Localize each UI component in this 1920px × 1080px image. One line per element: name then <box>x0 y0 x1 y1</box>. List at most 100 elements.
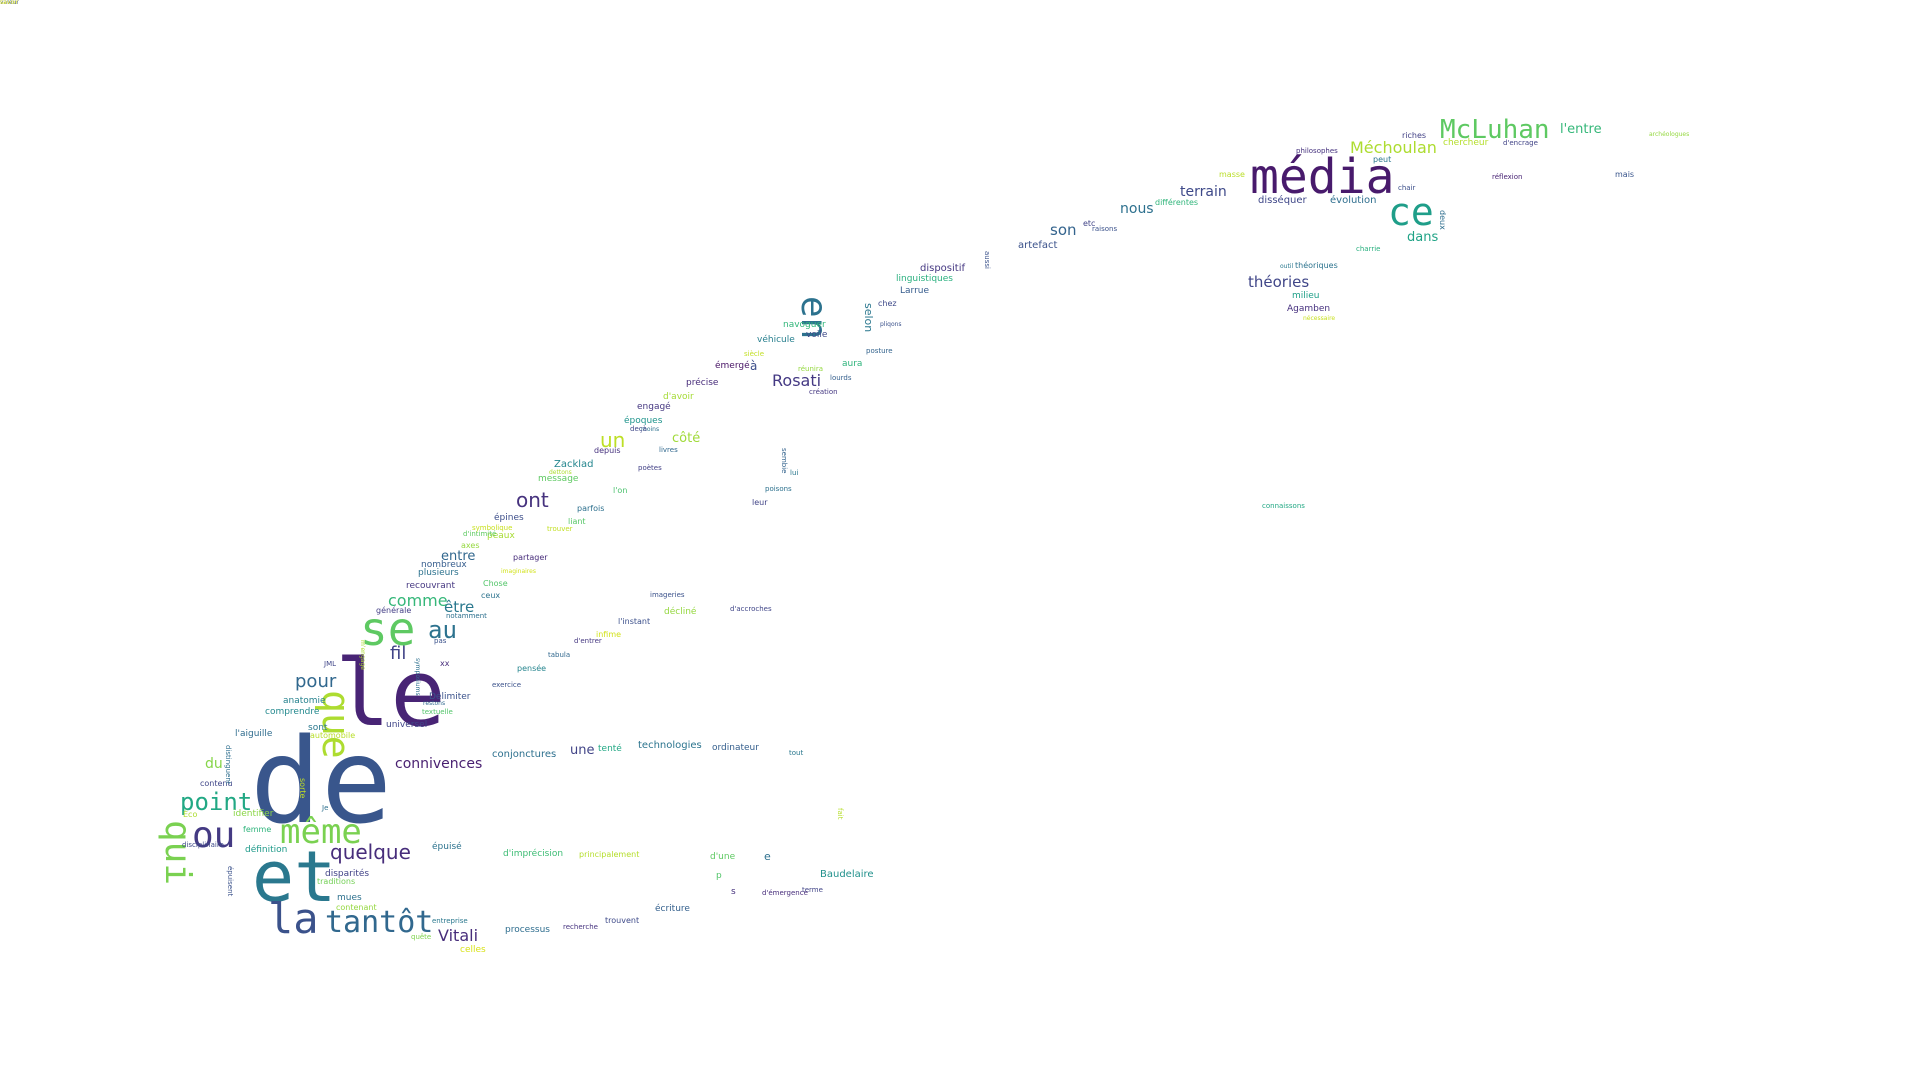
cloud-word: disparités <box>325 869 370 879</box>
cloud-word: voile <box>806 330 828 340</box>
cloud-word: etc <box>1083 219 1096 228</box>
cloud-word: identifier <box>233 809 274 819</box>
cloud-word: trouvent <box>605 916 640 925</box>
cloud-word: deux <box>1438 210 1447 230</box>
cloud-word: Baudelaire <box>820 869 874 880</box>
cloud-word: pliqons <box>880 321 902 328</box>
cloud-word: époques <box>624 416 663 426</box>
cloud-word: notamment <box>446 612 487 620</box>
cloud-word: ceux <box>481 591 501 600</box>
cloud-word: quelque <box>330 840 411 864</box>
cloud-word: d'intimité <box>463 530 497 538</box>
cloud-word: philosophes <box>1296 147 1338 155</box>
cloud-word: Agamben <box>1287 304 1331 314</box>
cloud-word: ce <box>1388 190 1434 234</box>
cloud-word: charrie <box>1356 245 1381 253</box>
cloud-word: de <box>250 712 393 850</box>
cloud-word: d'émergence <box>762 889 808 897</box>
cloud-word: Larrue <box>900 286 930 296</box>
cloud-word: trouver <box>547 525 573 533</box>
cloud-word: nous <box>1120 201 1154 217</box>
cloud-word: point <box>180 788 253 816</box>
cloud-word: engagé <box>637 402 671 412</box>
cloud-word: milieu <box>1292 291 1320 301</box>
cloud-word: distinguent <box>224 745 232 785</box>
cloud-word: xx <box>440 659 450 668</box>
cloud-word: chez <box>878 299 897 308</box>
cloud-word: d'avoir <box>663 392 694 402</box>
cloud-word: processus <box>505 925 550 935</box>
cloud-word: anatomie <box>283 696 326 706</box>
cloud-word: linguistiques <box>896 274 953 284</box>
cloud-word: infime <box>596 630 622 639</box>
cloud-word: symbolique <box>472 524 513 532</box>
cloud-word: l'entre <box>1560 122 1602 137</box>
cloud-word: contenu <box>200 779 233 788</box>
cloud-word: différentes <box>1155 198 1199 207</box>
cloud-word: Zacklad <box>554 459 594 470</box>
cloud-word: théories <box>1248 273 1310 291</box>
cloud-word: connaissons <box>1262 502 1305 510</box>
cloud-word: théoriques <box>1295 261 1338 270</box>
cloud-word: Délimiter <box>429 692 471 702</box>
cloud-word: générale <box>376 606 412 615</box>
cloud-word: valeur <box>0 0 19 6</box>
cloud-word: pour <box>295 671 337 692</box>
cloud-word: Rosati <box>772 371 822 390</box>
cloud-word: son <box>1050 221 1077 239</box>
cloud-word: disciplinaire <box>182 841 224 849</box>
cloud-word: terrain <box>1180 184 1227 200</box>
cloud-word: sembie <box>780 448 788 474</box>
cloud-word: à <box>750 359 758 373</box>
cloud-word: poètes <box>638 464 662 472</box>
cloud-word: aussi <box>983 251 991 269</box>
cloud-word: entre <box>441 549 476 564</box>
cloud-word: archéologues <box>1649 131 1690 138</box>
cloud-word: principalement <box>579 850 640 859</box>
cloud-word: épines <box>494 513 524 523</box>
cloud-word: ont <box>516 488 549 512</box>
cloud-word: média <box>1250 149 1395 205</box>
cloud-word: universel <box>386 720 428 730</box>
cloud-word: automobile <box>310 731 356 740</box>
cloud-word: p <box>716 871 722 881</box>
cloud-word: sont <box>308 723 328 733</box>
cloud-word: quête <box>411 933 432 941</box>
cloud-word: riches <box>1402 131 1427 140</box>
cloud-word: définition <box>245 845 288 855</box>
cloud-word: lourds <box>830 374 852 382</box>
cloud-word: chercheur <box>1443 138 1489 148</box>
cloud-word: selon <box>862 303 875 333</box>
cloud-word: ou <box>192 815 236 856</box>
cloud-word: un <box>600 428 626 452</box>
cloud-word: fait <box>836 808 844 820</box>
cloud-word: épuisé <box>432 842 462 852</box>
cloud-word: disséquer <box>1258 195 1307 206</box>
cloud-word: épuisent <box>226 866 234 897</box>
cloud-word: comprendre <box>265 707 320 717</box>
cloud-word: conjonctures <box>492 749 557 760</box>
cloud-word: livres <box>659 446 678 454</box>
cloud-word: terme <box>802 886 823 894</box>
cloud-word: ordinateur <box>712 743 759 753</box>
cloud-word: s <box>731 887 736 897</box>
cloud-word: savoir <box>0 0 19 6</box>
cloud-word: sorte <box>298 778 307 799</box>
cloud-word: traditions <box>317 877 356 886</box>
cloud-word: posture <box>866 347 893 355</box>
cloud-word: pensée <box>517 664 547 673</box>
cloud-word: symposiums <box>414 658 421 696</box>
cloud-word: moins <box>641 426 660 433</box>
cloud-word: peut <box>1373 155 1392 164</box>
cloud-word: au <box>428 616 457 644</box>
cloud-word: axes <box>461 541 480 550</box>
cloud-word: navoguer <box>783 320 826 330</box>
cloud-word: nombreux <box>421 560 467 570</box>
cloud-word: Vitali <box>438 926 479 945</box>
cloud-word: et <box>252 836 337 918</box>
cloud-word: poisons <box>765 485 792 493</box>
cloud-word: d'accroches <box>730 605 772 613</box>
cloud-word: l'on <box>613 486 628 495</box>
cloud-word: dettons <box>549 469 572 476</box>
cloud-word: Méchoulan <box>1350 138 1437 157</box>
